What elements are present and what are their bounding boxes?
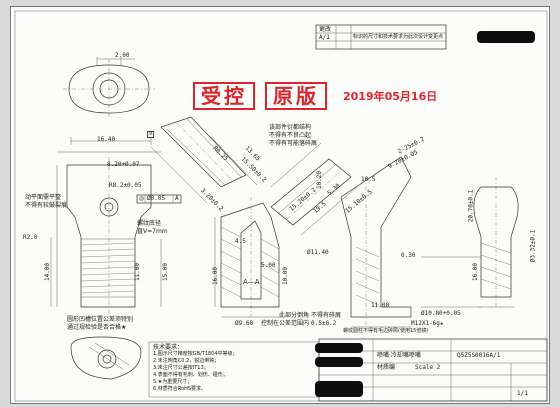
- dim-9-60: Ø9.60: [235, 320, 254, 327]
- dim-m12: M12X1-6g★: [411, 320, 444, 327]
- dim-10-80: Ø10.80+0.05: [421, 310, 461, 317]
- note-no-bump: 不得有不良凸起: [269, 132, 312, 139]
- tech-line: 技术要求：: [153, 344, 184, 351]
- note-no-crack: 不得有较鼓裂痕: [25, 202, 68, 209]
- revision-code: A/1: [319, 34, 330, 41]
- dim-20-70: 20.70±0.1: [467, 189, 475, 223]
- revision-head: 更改: [319, 26, 332, 33]
- dim-16-v: 16.00: [472, 262, 480, 282]
- nozzle-diagonal-left: [150, 116, 258, 204]
- dim-r8-2: R8.2±0.05: [109, 182, 142, 189]
- drawing-number: Q5Z5S0016A/1: [457, 352, 501, 359]
- dim-3-32: Ø3.32±0.1: [529, 229, 537, 263]
- redaction-bar: [315, 357, 363, 367]
- dim-10-00: 10.00: [282, 266, 290, 286]
- note-structure: 该部件衍都结构: [269, 124, 312, 131]
- note-chamfer: 此部分倒角: [279, 312, 310, 319]
- material-label: 材质编: [377, 364, 396, 371]
- controlled-stamp: 受控: [193, 82, 255, 110]
- gdt-concentric-icon: ◎: [139, 195, 145, 202]
- note-thread-root: 螺纹底径: [137, 220, 162, 227]
- note-no-debris: 不得有碎屑: [311, 312, 342, 319]
- dim-11: 11.00: [134, 262, 142, 282]
- nozzle-diagonal-right: [270, 142, 358, 236]
- original-stamp: 原版: [265, 82, 327, 110]
- section-aa: [214, 197, 280, 318]
- callout-number: 9: [147, 131, 155, 138]
- gdt-datum: A: [175, 195, 179, 202]
- note-tolerance-val: 0.5±0.2: [311, 320, 337, 327]
- tech-line: 3.未注尺寸公差按IT13；: [153, 365, 209, 371]
- dim-16-40: 16.40: [97, 136, 116, 143]
- redaction-bar: [477, 31, 535, 43]
- dim-14: 14.00: [44, 262, 52, 282]
- dim-0-30: 0.30: [401, 252, 416, 259]
- revision-note: 标识的尺寸和技术要求为此次设计变更点: [353, 34, 444, 40]
- right-view: [421, 177, 519, 308]
- sheet-number: 1/1: [517, 390, 528, 397]
- tech-line: 4.表面不得有毛刺、划伤、碰伤；: [153, 372, 228, 378]
- tech-line: 5.★为重要尺寸；: [153, 379, 193, 385]
- stamp-date: 2019年05月16日: [343, 90, 438, 103]
- redaction-bar: [315, 343, 363, 353]
- dim-8-20: 8.20+0.07: [107, 161, 140, 168]
- dim-5: 5.00: [261, 262, 276, 269]
- dim-11-00-b: 11.00: [371, 302, 390, 309]
- side-section: [340, 156, 412, 328]
- dim-15: 15.00: [162, 262, 170, 282]
- note-no-chip: 不得有可能落碎屑: [269, 140, 318, 147]
- redaction-bar: [315, 381, 363, 397]
- dim-16-00: 16.00: [212, 266, 220, 286]
- top-view: [63, 57, 155, 119]
- tech-line: 6.材质符合RoHS要求。: [153, 386, 207, 392]
- dim-10-5: 10.5: [361, 176, 376, 183]
- tech-line: 1.图示尺寸精度按GB/T1804中等级；: [153, 351, 238, 357]
- gdt-tolerance: Ø0.05: [147, 195, 166, 202]
- scale-value: Scale 2: [415, 364, 441, 371]
- dim-r2: R2.0: [23, 234, 38, 241]
- note-groove-position: 圆形凹槽位置公差须特别: [67, 316, 134, 323]
- note-flat-face: 动平面需平整: [25, 194, 62, 201]
- dim-10-20: 10.20: [316, 170, 324, 190]
- dim-11-40: Ø11.40: [307, 249, 329, 256]
- note-thread-dia: 直V=7mm: [137, 228, 168, 235]
- section-label: A—A: [243, 278, 260, 286]
- dim-4-5: 4.5: [235, 238, 246, 245]
- front-view: [50, 137, 182, 317]
- note-gauge-check: 通过规检验是否合格★: [67, 324, 127, 331]
- tech-line: 2.未注倒角C0.2，锐边倒钝；: [153, 358, 220, 364]
- groove-detail: [70, 336, 142, 380]
- note-tolerance: 控制在公差范围内: [261, 320, 310, 327]
- note-thread-burr: 螺纹圆柱不得有毛边碎屑(使用15倍镜): [343, 328, 429, 334]
- dim-top-width: 2.00: [115, 52, 130, 59]
- drawing-sheet: 更改 A/1 标识的尺寸和技术要求为此次设计变更点 受控 原版 2019年05月…: [10, 6, 550, 404]
- part-name: 喷嘴·冷却嘴喷嘴: [377, 352, 421, 359]
